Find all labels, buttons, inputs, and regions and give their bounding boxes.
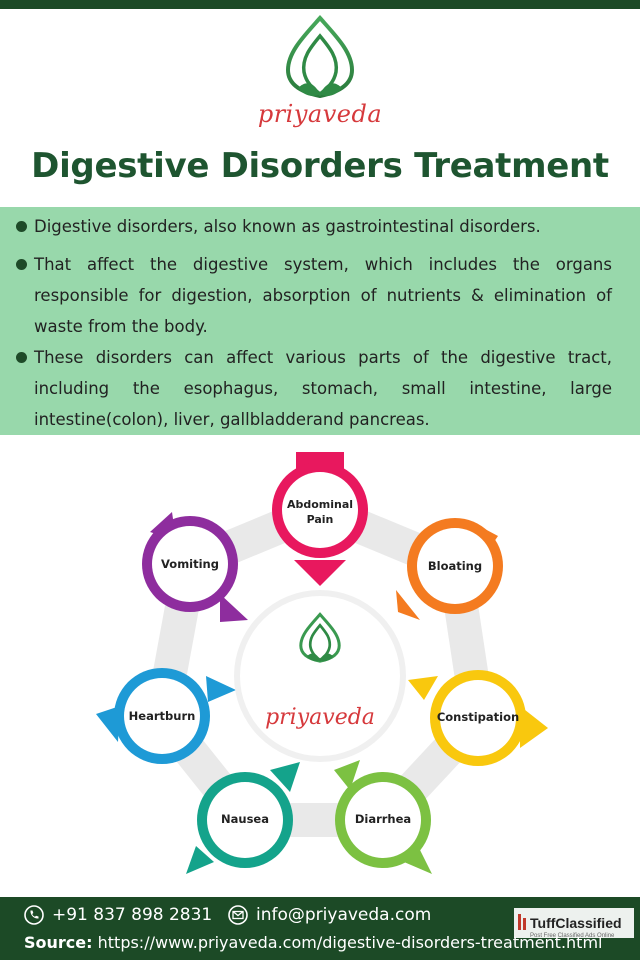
bullet-item: Digestive disorders, also known as gastr…: [16, 211, 612, 242]
bullet-dot-icon: [16, 221, 27, 232]
bullet-item: That affect the digestive system, which …: [16, 249, 612, 342]
label-nausea: Nausea: [221, 812, 269, 826]
node-constipation: Constipation: [408, 670, 548, 766]
label-bloating: Bloating: [428, 559, 482, 573]
node-vomiting: Vomiting: [142, 512, 248, 622]
source-url[interactable]: https://www.priyaveda.com/digestive-diso…: [97, 933, 603, 952]
label-vomiting: Vomiting: [161, 557, 219, 571]
phone-icon: [24, 905, 44, 925]
top-bar: [0, 0, 640, 9]
watermark-tagline: Post Free Classified Ads Online: [530, 933, 615, 939]
label-constipation: Constipation: [437, 710, 519, 724]
bullet-dot-icon: [16, 352, 27, 363]
node-diarrhea: Diarrhea: [334, 760, 432, 874]
node-abdominal-pain: Abdominal Pain: [272, 452, 368, 586]
info-box: [0, 207, 640, 435]
bullet-text: Digestive disorders, also known as gastr…: [34, 217, 541, 236]
node-nausea: Nausea: [186, 762, 300, 874]
label-heartburn: Heartburn: [129, 709, 196, 723]
bullet-text: That affect the digestive system, which …: [34, 255, 612, 336]
label-abdominal-pain-2: Pain: [307, 513, 334, 526]
email-address: info@priyaveda.com: [256, 905, 432, 925]
email-icon: [228, 905, 248, 925]
source-label: Source:: [24, 933, 93, 952]
footer-email[interactable]: info@priyaveda.com: [228, 905, 431, 925]
node-bloating: Bloating: [396, 518, 503, 620]
lotus-logo-icon: [285, 14, 355, 99]
page-title: Digestive Disorders Treatment: [31, 146, 609, 186]
bullet-text: These disorders can affect various parts…: [34, 348, 612, 429]
footer-phone[interactable]: +91 837 898 2831: [24, 905, 212, 925]
brand-name: priyaveda: [257, 100, 383, 128]
label-abdominal-pain-1: Abdominal: [287, 498, 353, 511]
label-diarrhea: Diarrhea: [355, 812, 411, 826]
center-brand-text: priyaveda: [265, 705, 375, 730]
bullet-item: These disorders can affect various parts…: [16, 342, 612, 435]
symptom-wheel: Abdominal Pain Bloating Constipation Dia…: [96, 452, 548, 874]
bullet-dot-icon: [16, 259, 27, 270]
center-lotus-icon: [299, 612, 341, 663]
watermark: TuffClassified Post Free Classified Ads …: [514, 908, 634, 939]
watermark-brand: TuffClassified: [530, 915, 622, 931]
center-badge: priyaveda: [234, 590, 406, 762]
footer: +91 837 898 2831 info@priyaveda.com Sour…: [0, 897, 640, 960]
node-heartburn: Heartburn: [96, 668, 236, 764]
footer-source: Source: https://www.priyaveda.com/digest…: [24, 933, 602, 952]
phone-number: +91 837 898 2831: [52, 905, 213, 925]
